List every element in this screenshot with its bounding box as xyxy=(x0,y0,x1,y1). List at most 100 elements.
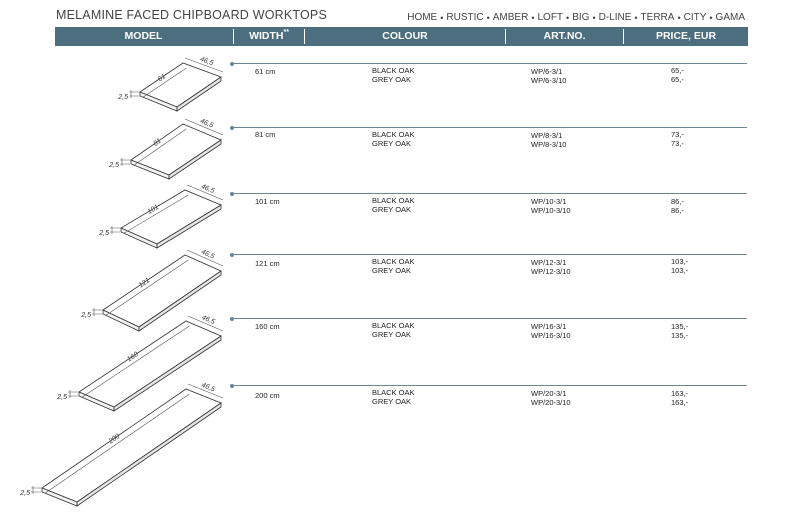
length-dimension-line xyxy=(123,194,189,234)
depth-dimension-label: 46,5 xyxy=(200,249,215,261)
colour-value: GREY OAK xyxy=(372,397,412,406)
series-item: D-LINE xyxy=(598,12,632,23)
row-rule-dot xyxy=(230,191,234,196)
header-model: MODEL xyxy=(124,30,163,42)
width-cell: 61 cm xyxy=(255,67,276,76)
artno-value: WP/12-3/1 xyxy=(531,258,567,267)
length-dimension-line xyxy=(134,128,187,166)
price-cell: 73,-73,- xyxy=(671,130,684,148)
series-separator: • xyxy=(634,12,638,23)
row-rule-dot xyxy=(230,61,234,66)
row-rule-dot xyxy=(230,316,234,321)
worktop-side-face xyxy=(156,204,222,249)
depth-dimension-line xyxy=(184,57,224,73)
series-separator: • xyxy=(566,12,570,23)
price-cell: 163,-163,- xyxy=(671,389,688,407)
artno-value: WP/20-3/1 xyxy=(531,389,567,398)
header-separator xyxy=(623,29,624,44)
thickness-dimension-label: 2,5 xyxy=(56,394,67,401)
worktop-top-face xyxy=(41,388,222,503)
colour-value: GREY OAK xyxy=(372,266,412,275)
width-cell: 200 cm xyxy=(255,391,280,400)
thickness-dimension-label: 2,5 xyxy=(19,490,30,497)
depth-dimension-label: 46,5 xyxy=(200,314,215,326)
length-dimension-label: 81 xyxy=(152,138,162,148)
depth-dimension-line xyxy=(187,383,224,399)
series-item: RUSTIC xyxy=(446,12,484,23)
header-width: WIDTH** xyxy=(249,29,289,42)
thickness-dimension-label: 2,5 xyxy=(108,162,119,169)
colour-value: BLACK OAK xyxy=(372,66,415,75)
colour-value: BLACK OAK xyxy=(372,196,415,205)
depth-dimension-label: 46,5 xyxy=(200,183,215,195)
colour-value: BLACK OAK xyxy=(372,257,415,266)
worktop-side-face xyxy=(138,270,222,332)
depth-dimension-label: 46,5 xyxy=(199,56,214,67)
artno-value: WP/10-3/10 xyxy=(531,206,571,215)
series-separator: • xyxy=(709,12,713,23)
series-separator: • xyxy=(440,12,444,23)
series-list: HOME•RUSTIC•AMBER•LOFT•BIG•D-LINE•TERRA•… xyxy=(407,12,745,23)
series-separator: • xyxy=(486,12,490,23)
length-dimension-label: 61 xyxy=(157,73,167,83)
header-separator xyxy=(505,29,506,44)
table-header: MODEL WIDTH** COLOUR ART.NO. PRICE, EUR xyxy=(55,27,748,46)
width-cell: 121 cm xyxy=(255,259,280,268)
price-value: 135,- xyxy=(671,331,689,340)
artno-value: WP/16-3/10 xyxy=(531,331,571,340)
depth-dimension-line xyxy=(186,249,224,267)
width-cell: 160 cm xyxy=(255,322,280,331)
depth-dimension-line xyxy=(186,184,224,201)
colour-value: BLACK OAK xyxy=(372,130,415,139)
depth-dimension-line xyxy=(184,118,224,136)
header-artno: ART.NO. xyxy=(543,30,586,42)
worktop-side-face xyxy=(113,335,222,412)
row-rule xyxy=(232,127,747,128)
page-title: MELAMINE FACED CHIPBOARD WORKTOPS xyxy=(56,8,327,22)
price-value: 73,- xyxy=(671,130,684,139)
depth-dimension-label: 46,5 xyxy=(200,382,215,394)
colour-value: BLACK OAK xyxy=(372,321,415,330)
artno-value: WP/12-3/10 xyxy=(531,267,571,276)
row-rule xyxy=(232,385,747,386)
row-rule-dot xyxy=(230,252,234,257)
row-rule xyxy=(232,193,747,194)
series-item: CITY xyxy=(683,12,707,23)
header-colour: COLOUR xyxy=(382,30,428,42)
header-separator xyxy=(233,29,234,44)
price-value: 65,- xyxy=(671,66,684,75)
colour-value: GREY OAK xyxy=(372,75,412,84)
price-value: 65,- xyxy=(671,75,684,84)
row-rule xyxy=(232,63,747,64)
thickness-dimension-label: 2,5 xyxy=(80,312,91,319)
row-rule-dot xyxy=(230,383,234,388)
series-item: AMBER xyxy=(492,12,529,23)
price-value: 86,- xyxy=(671,206,684,215)
width-cell: 81 cm xyxy=(255,130,276,139)
price-value: 163,- xyxy=(671,389,689,398)
row-rule xyxy=(232,318,747,319)
width-cell: 101 cm xyxy=(255,197,280,206)
depth-dimension-line xyxy=(187,315,224,332)
artno-value: WP/8-3/1 xyxy=(531,131,563,140)
artno-value: WP/10-3/1 xyxy=(531,197,567,206)
price-cell: 103,-103,- xyxy=(671,257,688,275)
series-item: HOME xyxy=(407,12,438,23)
price-value: 135,- xyxy=(671,322,689,331)
thickness-dimension-label: 2,5 xyxy=(117,94,128,101)
worktop-side-face xyxy=(168,139,222,180)
length-dimension-line xyxy=(45,393,190,494)
length-dimension-line xyxy=(82,325,190,398)
price-cell: 65,-65,- xyxy=(671,66,684,84)
artno-value: WP/6-3/1 xyxy=(531,67,563,76)
length-dimension-line xyxy=(106,259,189,316)
artno-value: WP/6-3/10 xyxy=(531,76,567,85)
header-separator xyxy=(304,29,305,44)
colour-value: BLACK OAK xyxy=(372,388,415,397)
